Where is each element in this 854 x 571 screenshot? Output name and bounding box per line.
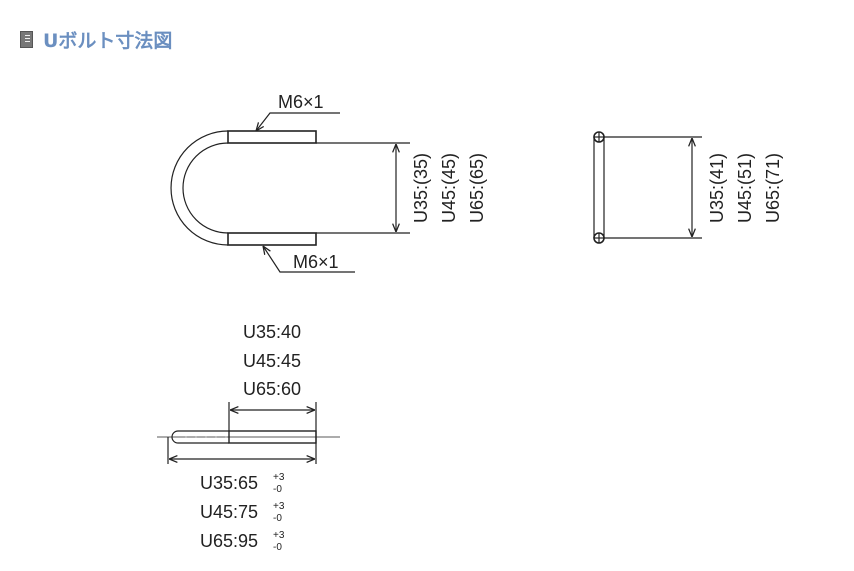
outer-height-u65: U65:(71) — [763, 153, 783, 223]
u-bolt-rod-view — [157, 402, 340, 464]
bottom-thread — [227, 232, 317, 246]
tolerance-plus: +3 — [273, 530, 285, 541]
thread-spec-top: M6×1 — [278, 92, 324, 112]
section-title: Uボルト寸法図 — [20, 26, 172, 53]
total-length-u65: U65:95 +3 -0 — [200, 530, 285, 553]
outer-height-u45: U45:(51) — [735, 153, 755, 223]
tolerance-plus: +3 — [273, 472, 285, 483]
bottom-thread-leader — [263, 246, 355, 273]
section-title-text: Uボルト寸法図 — [43, 30, 173, 52]
inner-width-u35: U35:(35) — [411, 153, 431, 223]
u-bolt-end-view — [593, 131, 702, 244]
outer-height-u35: U35:(41) — [707, 153, 727, 223]
inner-width-u45: U45:(45) — [439, 153, 459, 223]
top-thread — [227, 130, 317, 144]
thread-length-u45: U45:45 — [243, 351, 301, 371]
document-icon — [20, 31, 33, 48]
total-length-u35: U35:65 +3 -0 — [200, 472, 285, 495]
tolerance-minus: -0 — [273, 484, 282, 495]
total-length-value: U65:95 — [200, 531, 258, 551]
total-length-u45: U45:75 +3 -0 — [200, 501, 285, 524]
thread-length-u35: U35:40 — [243, 322, 301, 342]
u-bolt-side-view — [170, 112, 410, 273]
tolerance-plus: +3 — [273, 501, 285, 512]
total-length-value: U35:65 — [200, 473, 258, 493]
tolerance-minus: -0 — [273, 542, 282, 553]
inner-width-u65: U65:(65) — [467, 153, 487, 223]
top-thread-leader — [256, 112, 340, 131]
thread-spec-bottom: M6×1 — [293, 252, 339, 272]
total-length-value: U45:75 — [200, 502, 258, 522]
thread-length-u65: U65:60 — [243, 379, 301, 399]
tolerance-minus: -0 — [273, 513, 282, 524]
